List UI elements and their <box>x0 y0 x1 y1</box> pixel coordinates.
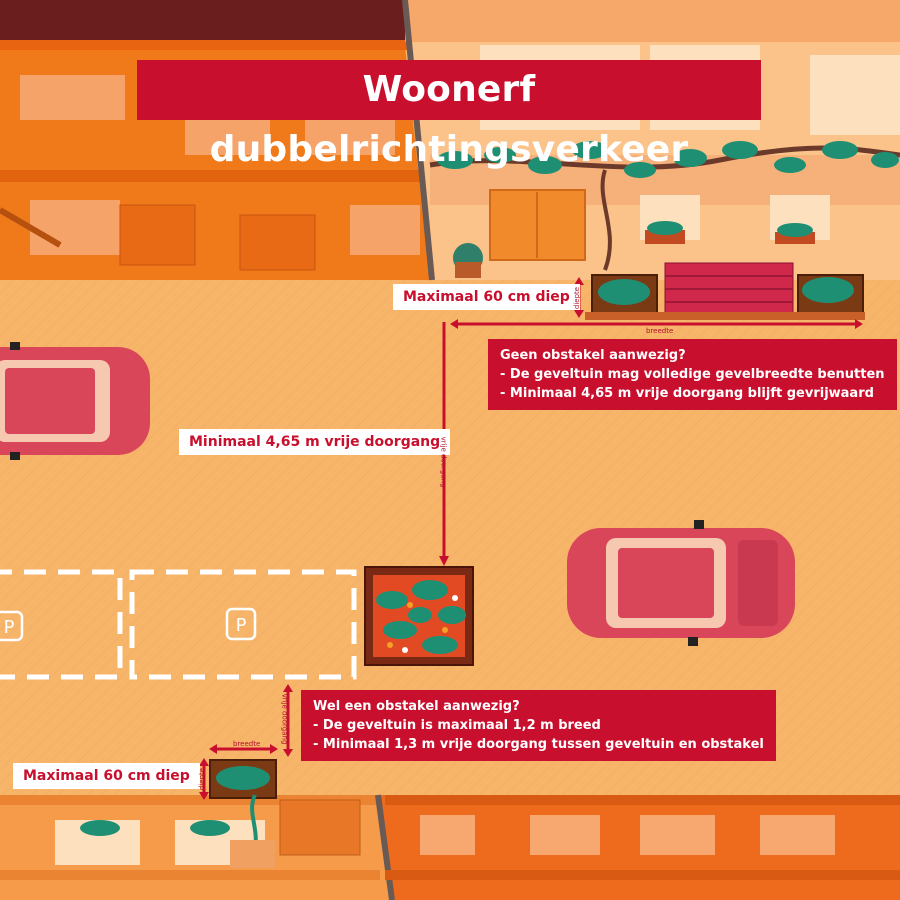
parking-sign-right-letter: P <box>236 615 247 636</box>
building-bottom-right <box>375 794 900 900</box>
bottom-facade-garden <box>209 759 277 868</box>
bottom-depth-label: Maximaal 60 cm diep <box>13 763 200 789</box>
panel-obstacle-line2: - Minimaal 1,3 m vrije doorgang tussen g… <box>313 737 764 752</box>
top-depth-label: Maximaal 60 cm diep <box>393 284 580 310</box>
panel-no-obstacle-line2: - Minimaal 4,65 m vrije doorgang blijft … <box>500 386 874 401</box>
panel-obstacle-heading: Wel een obstakel aanwezig? <box>313 699 520 714</box>
dim-tag-breedte-bottom: breedte <box>233 740 261 748</box>
panel-no-obstacle: Geen obstakel aanwezig? - De geveltuin m… <box>488 339 897 410</box>
panel-obstacle-line1: - De geveltuin is maximaal 1,2 m breed <box>313 718 601 733</box>
dim-tag-diepte-top: diepte <box>573 286 582 310</box>
dim-tag-breedte-top: breedte <box>646 327 674 335</box>
parking-sign-left-letter: P <box>4 617 15 638</box>
car-left <box>0 342 150 460</box>
dim-tag-vrije-doorgang-top: vrije doorgang <box>439 436 448 488</box>
page-title: Woonerf dubbelrichtingsverkeer <box>137 60 761 170</box>
dim-tag-diepte-bottom: diepte <box>198 767 207 791</box>
parking-sign-left: P <box>0 610 24 642</box>
building-bottom-left <box>0 795 390 900</box>
panel-no-obstacle-line1: - De geveltuin mag volledige gevelbreedt… <box>500 367 885 382</box>
parking-sign-right: P <box>225 607 257 641</box>
free-passage-label: Minimaal 4,65 m vrije doorgang <box>179 429 451 455</box>
car-right <box>567 520 795 646</box>
panel-no-obstacle-heading: Geen obstakel aanwezig? <box>500 348 686 363</box>
parking-bays <box>0 569 357 680</box>
street-obstacle-planter <box>364 566 474 666</box>
dim-tag-vrije-doorgang-bottom: vrije doorgang <box>280 693 289 745</box>
panel-obstacle: Wel een obstakel aanwezig? - De geveltui… <box>301 690 776 761</box>
